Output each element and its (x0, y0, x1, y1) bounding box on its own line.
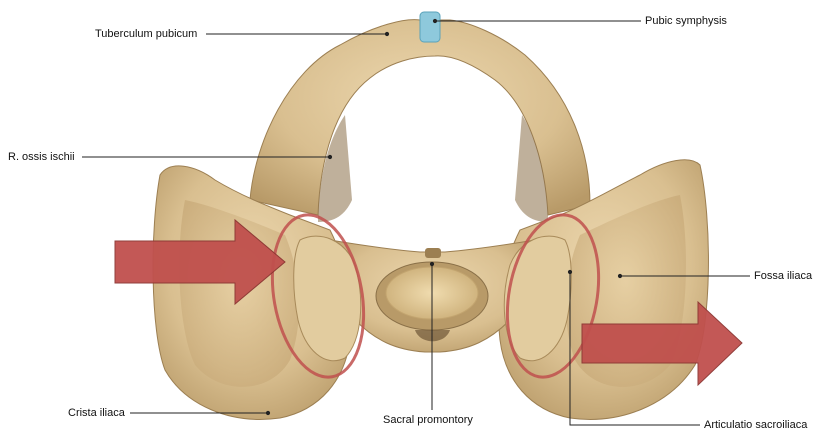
si-joint-ring-right (505, 213, 601, 379)
si-surface-right (503, 235, 572, 362)
si-surface-left (293, 235, 362, 362)
label-tuberculum-pubicum: Tuberculum pubicum (95, 28, 198, 40)
ischial-ramus-right (515, 115, 548, 222)
pubic-arch (249, 19, 591, 216)
pubic-symphysis-cartilage (419, 11, 441, 43)
leader-lines (82, 18, 750, 426)
label-crista-iliaca: Crista iliaca (68, 407, 125, 419)
sacral-tubercle (425, 248, 441, 258)
si-joint-ring-left (270, 213, 366, 379)
label-r-ossis-ischii: R. ossis ischii (8, 151, 75, 163)
label-pubic-symphysis: Pubic symphysis (645, 15, 727, 27)
label-articulatio-sacroiliaca: Articulatio sacroiliaca (704, 419, 808, 431)
ischial-ramus-left (318, 115, 352, 222)
label-sacral-promontory: Sacral promontory (383, 414, 473, 426)
label-fossa-iliaca: Fossa iliaca (754, 270, 813, 282)
arrow-right-icon (581, 300, 743, 387)
arrow-right-icon (114, 218, 286, 306)
